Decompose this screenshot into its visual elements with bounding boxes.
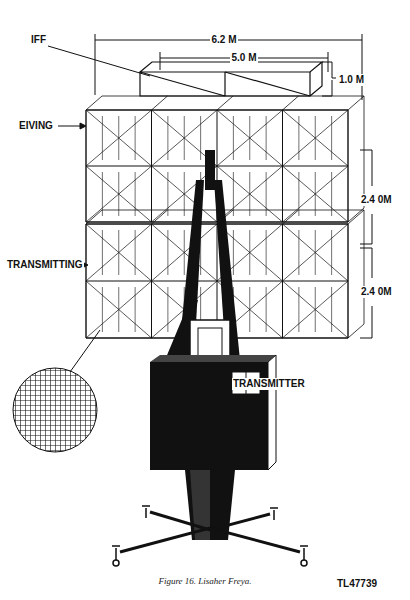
frame-strut: [348, 210, 364, 224]
dimension-label: 2.4 0M: [360, 194, 393, 206]
frame-strut: [331, 287, 332, 332]
frame-strut: [118, 287, 119, 332]
frame-strut: [184, 172, 185, 216]
frame-strut: [135, 230, 136, 275]
frame-strut: [86, 110, 152, 166]
frame-strut: [102, 230, 103, 275]
part-label: TRANSMITTER: [232, 378, 306, 390]
frame-strut: [283, 210, 299, 224]
frame-strut: [266, 172, 267, 216]
frame-strut: [298, 230, 299, 275]
frame-strut: [283, 224, 349, 281]
plate-number: TL47739: [336, 578, 378, 590]
part-label: TRANSMITTING: [6, 259, 84, 271]
frame-strut: [233, 172, 234, 216]
frame-strut: [184, 116, 185, 160]
frame-strut: [200, 116, 201, 160]
frame-strut: [298, 172, 299, 216]
frame-strut: [135, 172, 136, 216]
frame-strut: [152, 224, 218, 281]
frame-strut: [86, 166, 152, 222]
frame-strut: [135, 287, 136, 332]
dimension-label: 6.2 M: [210, 34, 237, 46]
frame-strut: [86, 166, 152, 222]
frame-strut: [331, 116, 332, 160]
frame-strut: [249, 287, 250, 332]
frame-strut: [86, 281, 152, 338]
frame-strut: [233, 116, 234, 160]
frame-strut: [266, 287, 267, 332]
frame-strut: [298, 116, 299, 160]
frame-strut: [315, 230, 316, 275]
frame-strut: [217, 166, 283, 222]
frame-strut: [249, 116, 250, 160]
dimension-label: 2.4 0M: [360, 286, 393, 298]
frame-strut: [315, 172, 316, 216]
frame-strut: [86, 224, 152, 281]
frame-strut: [118, 116, 119, 160]
frame-strut: [86, 96, 102, 110]
frame-strut: [135, 116, 136, 160]
frame-strut: [102, 116, 103, 160]
frame-strut: [266, 230, 267, 275]
frame-strut: [118, 230, 119, 275]
frame-strut: [364, 96, 365, 208]
frame-strut: [249, 230, 250, 275]
frame-strut: [152, 210, 168, 224]
frame-strut: [217, 96, 233, 110]
frame-strut: [86, 224, 152, 281]
dimension-label: 5.0 M: [230, 52, 257, 64]
frame-strut: [184, 230, 185, 275]
frame-strut: [283, 224, 349, 281]
frame-strut: [315, 116, 316, 160]
part-label: EIVING: [18, 120, 54, 132]
frame-strut: [86, 281, 152, 338]
frame-strut: [348, 96, 364, 110]
frame-strut: [283, 281, 349, 338]
frame-strut: [283, 281, 349, 338]
frame-strut: [86, 110, 152, 166]
frame-strut: [249, 172, 250, 216]
frame-strut: [217, 110, 283, 166]
frame-strut: [102, 287, 103, 332]
figure-caption: Figure 16. Lisaher Freya.: [0, 576, 410, 586]
frame-strut: [152, 96, 168, 110]
frame-strut: [331, 230, 332, 275]
frame-strut: [217, 110, 283, 166]
frame-strut: [331, 172, 332, 216]
frame-strut: [233, 230, 234, 275]
part-label: IFF: [30, 34, 47, 46]
frame-strut: [118, 172, 119, 216]
frame-strut: [283, 166, 349, 222]
dimension-label: 1.0 M: [338, 74, 365, 86]
frame-strut: [348, 324, 364, 338]
frame-strut: [86, 210, 102, 224]
frame-strut: [102, 172, 103, 216]
frame-strut: [152, 224, 218, 281]
frame-strut: [283, 110, 349, 166]
frame-strut: [298, 287, 299, 332]
frame-strut: [283, 96, 299, 110]
frame-strut: [167, 287, 168, 332]
frame-strut: [283, 166, 349, 222]
frame-strut: [167, 116, 168, 160]
frame-strut: [266, 116, 267, 160]
frame-strut: [364, 210, 365, 324]
frame-strut: [217, 166, 283, 222]
frame-strut: [167, 172, 168, 216]
frame-strut: [283, 110, 349, 166]
frame-strut: [315, 287, 316, 332]
frame-strut: [167, 230, 168, 275]
